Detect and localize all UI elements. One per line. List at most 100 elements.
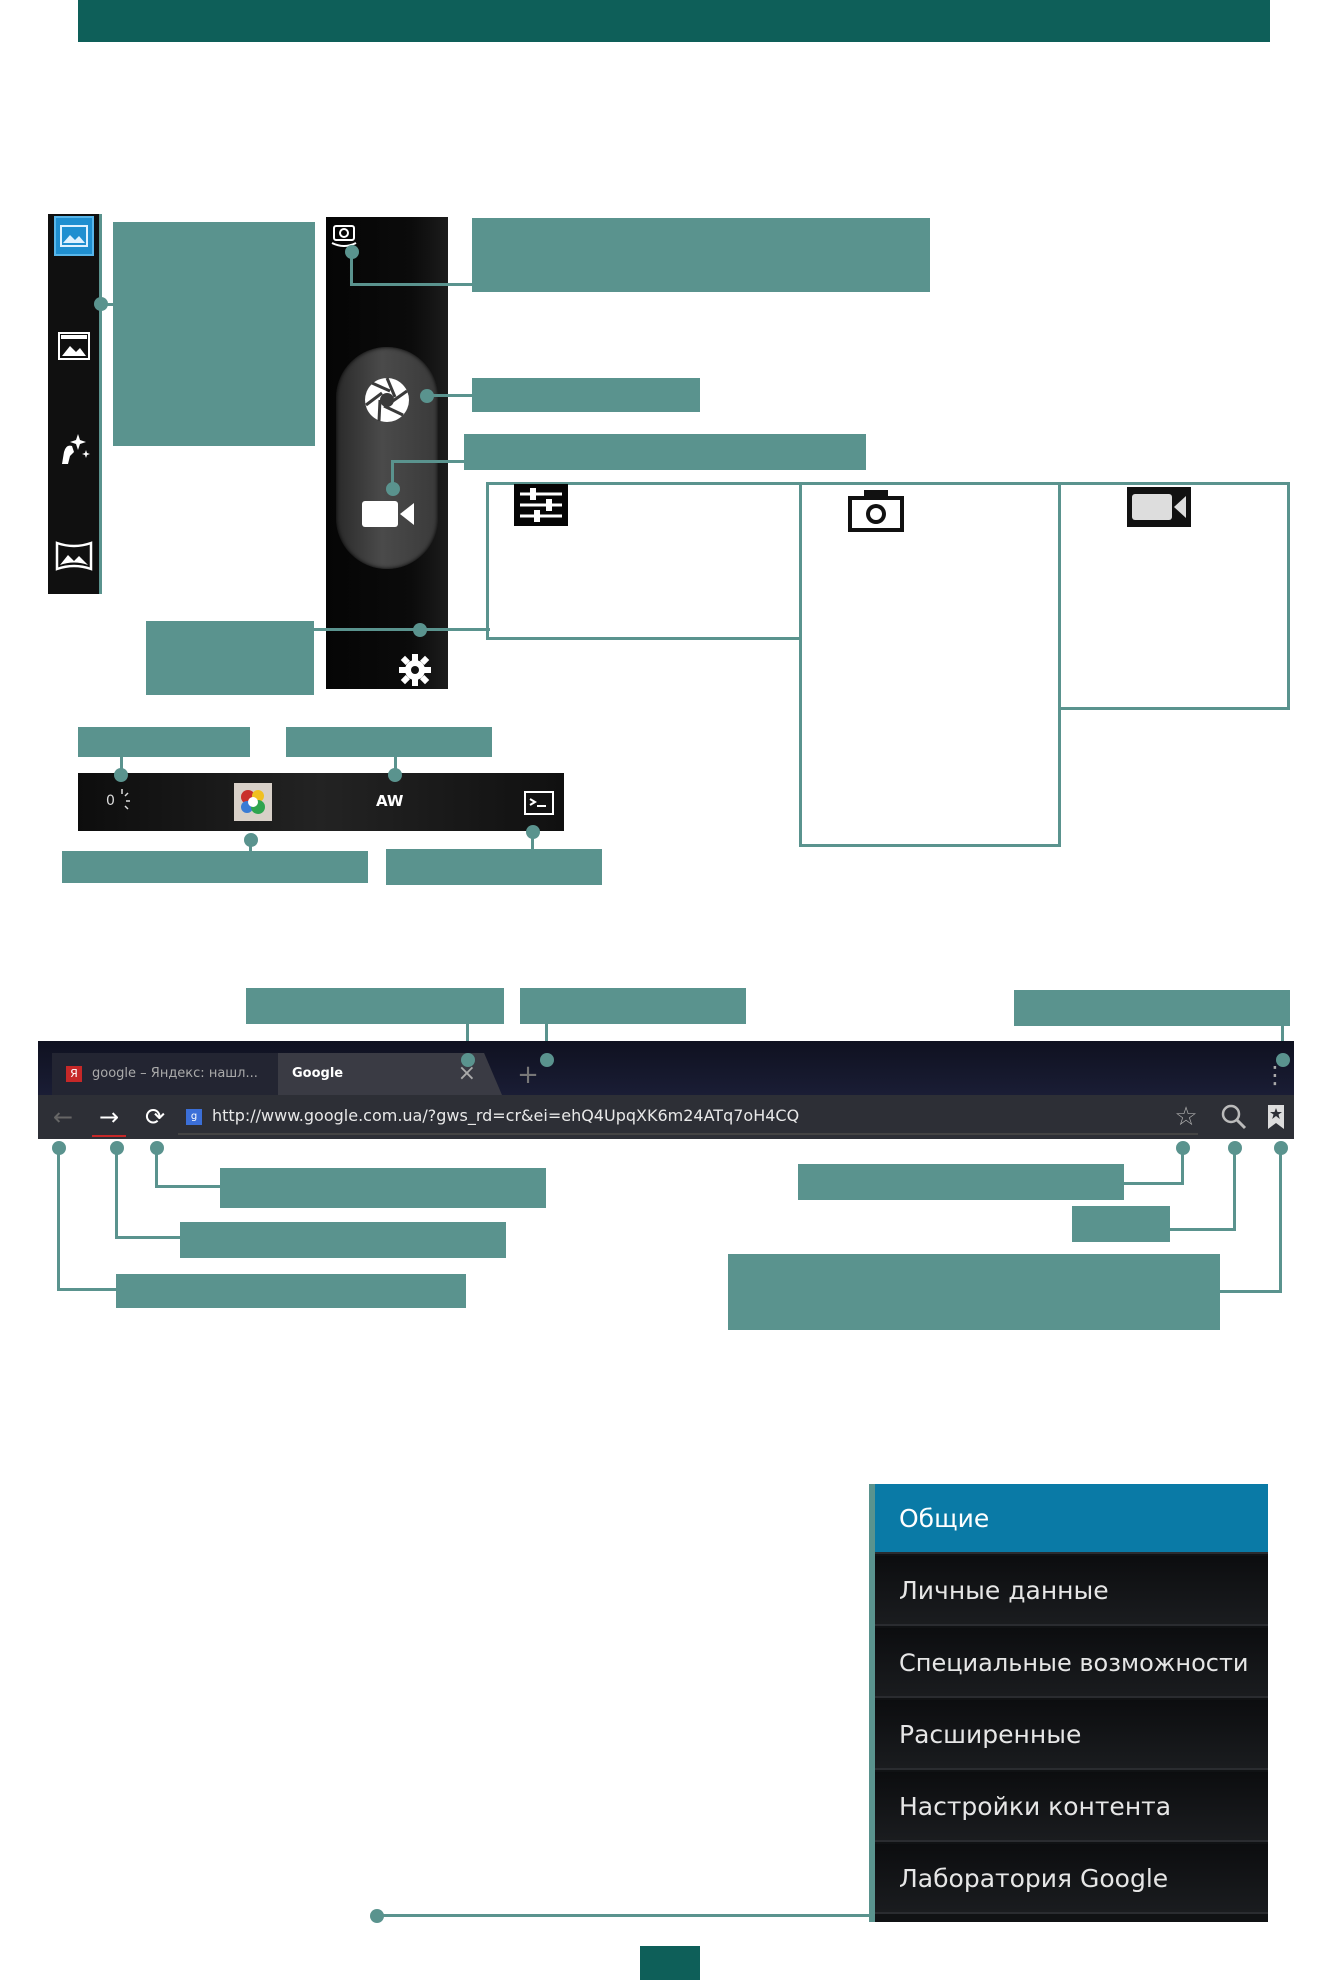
- callout-dot: [420, 389, 434, 403]
- callout-line: [377, 1914, 871, 1917]
- panorama-icon[interactable]: [54, 536, 94, 576]
- browser-settings-menu: Общие Личные данные Специальные возможно…: [869, 1484, 1268, 1922]
- callout-new-tab: [520, 988, 746, 1024]
- back-arrow-icon: ←: [52, 1103, 74, 1131]
- video-camera-icon: [1126, 486, 1192, 528]
- callout-dot: [114, 768, 128, 782]
- callout-line: [350, 283, 472, 286]
- settings-item-content[interactable]: Настройки контента: [875, 1772, 1268, 1842]
- exposure-value: 0: [106, 793, 115, 809]
- callout-menu: [1014, 990, 1290, 1026]
- color-effect-thumbnail[interactable]: [234, 783, 272, 821]
- header-bar: [78, 0, 1270, 42]
- search-icon: [1221, 1104, 1247, 1130]
- exposure-icon[interactable]: 0: [104, 787, 138, 817]
- video-camera-icon[interactable]: [360, 495, 416, 531]
- settings-item-advanced[interactable]: Расширенные: [875, 1700, 1268, 1770]
- callout-line: [57, 1148, 60, 1290]
- callout-line: [350, 250, 353, 285]
- callout-line: [420, 628, 486, 631]
- callout-line: [1170, 1228, 1236, 1231]
- callout-scene-mode: [386, 849, 602, 885]
- callout-dot: [540, 1053, 554, 1067]
- gallery-icon[interactable]: [54, 216, 94, 256]
- reload-button[interactable]: ⟳: [138, 1099, 172, 1135]
- shutter-pill: [336, 347, 438, 569]
- forward-arrow-icon: →: [98, 1103, 120, 1131]
- search-button[interactable]: [1218, 1099, 1250, 1135]
- callout-dot: [461, 1053, 475, 1067]
- callout-line: [545, 1023, 548, 1053]
- callout-line: [115, 1236, 181, 1239]
- tab-title: google – Яндекс: нашл...: [92, 1066, 258, 1081]
- new-tab-button[interactable]: +: [508, 1055, 548, 1095]
- settings-menu-edge: [869, 1484, 875, 1922]
- back-button[interactable]: ←: [46, 1099, 80, 1135]
- bookmark-star-button[interactable]: ☆: [1170, 1099, 1202, 1135]
- mode-strip-edge: [99, 214, 102, 594]
- callout-bookmarks: [728, 1254, 1220, 1330]
- callout-close-tab: [246, 988, 504, 1024]
- bookmarks-icon: [1268, 1105, 1284, 1129]
- reload-icon: ⟳: [144, 1103, 166, 1131]
- tab-title: Google: [292, 1066, 344, 1081]
- callout-line: [249, 840, 252, 854]
- settings-item-labs[interactable]: Лаборатория Google: [875, 1844, 1268, 1914]
- settings-item-general[interactable]: Общие: [875, 1484, 1268, 1554]
- star-icon: ☆: [1174, 1102, 1198, 1132]
- aperture-shutter-icon[interactable]: [362, 375, 412, 425]
- gear-icon[interactable]: [398, 653, 432, 687]
- video-gallery-icon[interactable]: [54, 326, 94, 366]
- sliders-icon: [514, 484, 568, 526]
- white-balance-icon[interactable]: AW: [376, 792, 404, 810]
- callout-shutter: [472, 378, 700, 412]
- callout-line: [100, 303, 114, 306]
- callout-line: [391, 460, 465, 463]
- url-text: http://www.google.com.ua/?gws_rd=cr&ei=e…: [212, 1106, 800, 1125]
- callout-line: [1233, 1148, 1236, 1230]
- callout-bookmark-star: [798, 1164, 1124, 1200]
- page-number-block: [640, 1946, 700, 1980]
- bookmarks-button[interactable]: [1262, 1099, 1290, 1135]
- callout-line: [155, 1185, 221, 1188]
- plus-icon: +: [517, 1060, 539, 1090]
- callout-back: [116, 1274, 466, 1308]
- scene-mode-icon[interactable]: [524, 791, 554, 815]
- settings-item-accessibility[interactable]: Специальные возможности: [875, 1628, 1268, 1698]
- callout-search: [1072, 1206, 1170, 1242]
- effects-icon[interactable]: [54, 428, 94, 468]
- callout-dot: [1276, 1053, 1290, 1067]
- callout-line: [466, 1023, 469, 1053]
- camera-control-bar: [326, 217, 448, 689]
- callout-line: [1281, 1024, 1284, 1054]
- callout-line: [428, 394, 472, 397]
- callout-exposure: [78, 727, 250, 757]
- callout-reload: [220, 1168, 546, 1208]
- callout-line: [1220, 1290, 1282, 1293]
- settings-item-privacy[interactable]: Личные данные: [875, 1556, 1268, 1626]
- yandex-favicon-icon: Я: [66, 1065, 82, 1082]
- callout-mode-strip: [113, 222, 315, 446]
- callout-line: [1279, 1148, 1282, 1292]
- callout-line: [57, 1288, 117, 1291]
- camera-quick-settings-bar: 0 AW: [78, 773, 564, 831]
- callout-settings: [146, 621, 314, 695]
- callout-line: [155, 1148, 158, 1186]
- callout-white-balance: [286, 727, 492, 757]
- callout-line: [531, 832, 534, 852]
- photo-camera-icon: [846, 488, 906, 534]
- callout-line: [391, 461, 394, 485]
- address-bar-row: ← → ⟳ g http://www.google.com.ua/?gws_rd=…: [38, 1095, 1294, 1139]
- callout-record: [464, 434, 866, 470]
- switch-camera-icon[interactable]: [330, 221, 360, 247]
- close-tab-icon[interactable]: ×: [457, 1061, 476, 1086]
- panel-photo-frame: [799, 482, 1061, 847]
- url-input[interactable]: g http://www.google.com.ua/?gws_rd=cr&ei=…: [178, 1101, 1198, 1135]
- forward-button[interactable]: →: [92, 1099, 126, 1137]
- callout-switch-camera: [472, 218, 930, 292]
- google-favicon-icon: g: [186, 1108, 202, 1125]
- callout-line: [120, 756, 123, 776]
